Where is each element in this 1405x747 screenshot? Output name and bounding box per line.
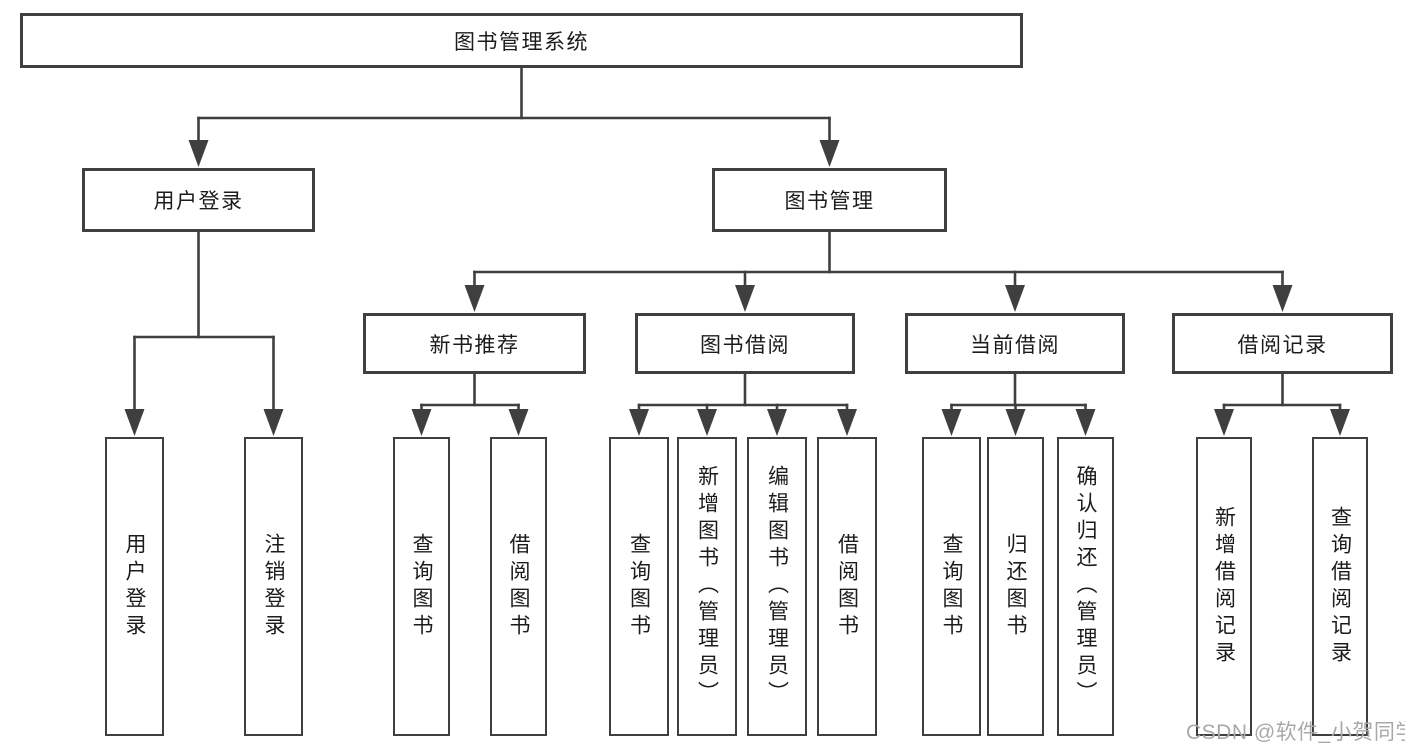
node-borrowing-records-label: 借阅记录 xyxy=(1237,333,1328,357)
leaf-borrow-books-label: 借阅图书 xyxy=(507,532,530,641)
leaf-borrow-books-label: 借阅图书 xyxy=(835,532,859,641)
node-new-book-recommendation: 新书推荐 xyxy=(363,313,586,374)
leaf-edit-books-admin-label: 编辑图书（管理员） xyxy=(765,465,789,708)
leaf-query-books: 查询图书 xyxy=(609,437,669,736)
leaf-query-books: 查询图书 xyxy=(922,437,981,736)
leaf-add-books-admin-label: 新增图书（管理员） xyxy=(695,465,719,708)
leaf-return-books: 归还图书 xyxy=(987,437,1044,736)
leaf-logout: 注销登录 xyxy=(244,437,303,736)
leaf-add-borrowing-record: 新增借阅记录 xyxy=(1196,437,1252,736)
node-library-management-system: 图书管理系统 xyxy=(20,13,1023,68)
node-user-login: 用户登录 xyxy=(82,168,315,232)
node-new-book-recommendation-label: 新书推荐 xyxy=(429,333,520,357)
node-current-borrowing: 当前借阅 xyxy=(905,313,1125,374)
leaf-borrow-books: 借阅图书 xyxy=(817,437,877,736)
node-user-login-label: 用户登录 xyxy=(153,190,244,213)
node-book-management: 图书管理 xyxy=(712,168,947,232)
node-book-borrowing-label: 图书借阅 xyxy=(700,333,790,357)
leaf-add-books-admin: 新增图书（管理员） xyxy=(677,437,737,736)
node-library-management-system-label: 图书管理系统 xyxy=(454,30,589,54)
leaf-confirm-return-admin: 确认归还（管理员） xyxy=(1057,437,1114,736)
leaf-edit-books-admin: 编辑图书（管理员） xyxy=(747,437,807,736)
node-borrowing-records: 借阅记录 xyxy=(1172,313,1393,374)
leaf-user-login-label: 用户登录 xyxy=(123,532,146,641)
leaf-query-books-label: 查询图书 xyxy=(940,532,963,641)
leaf-return-books-label: 归还图书 xyxy=(1004,532,1027,641)
leaf-add-borrowing-record-label: 新增借阅记录 xyxy=(1212,505,1236,668)
leaf-query-borrowing-record-label: 查询借阅记录 xyxy=(1328,505,1352,668)
leaf-user-login: 用户登录 xyxy=(105,437,164,736)
leaf-query-books-label: 查询图书 xyxy=(627,532,651,641)
leaf-query-books-label: 查询图书 xyxy=(410,532,433,641)
leaf-logout-label: 注销登录 xyxy=(262,532,285,641)
watermark: CSDN @软件_小贺同学 xyxy=(1186,721,1405,744)
leaf-borrow-books: 借阅图书 xyxy=(490,437,547,736)
leaf-query-borrowing-record: 查询借阅记录 xyxy=(1312,437,1368,736)
node-book-management-label: 图书管理 xyxy=(784,190,875,213)
leaf-query-books: 查询图书 xyxy=(393,437,450,736)
node-current-borrowing-label: 当前借阅 xyxy=(970,333,1060,357)
leaf-confirm-return-admin-label: 确认归还（管理员） xyxy=(1074,465,1097,708)
node-book-borrowing: 图书借阅 xyxy=(635,313,855,374)
